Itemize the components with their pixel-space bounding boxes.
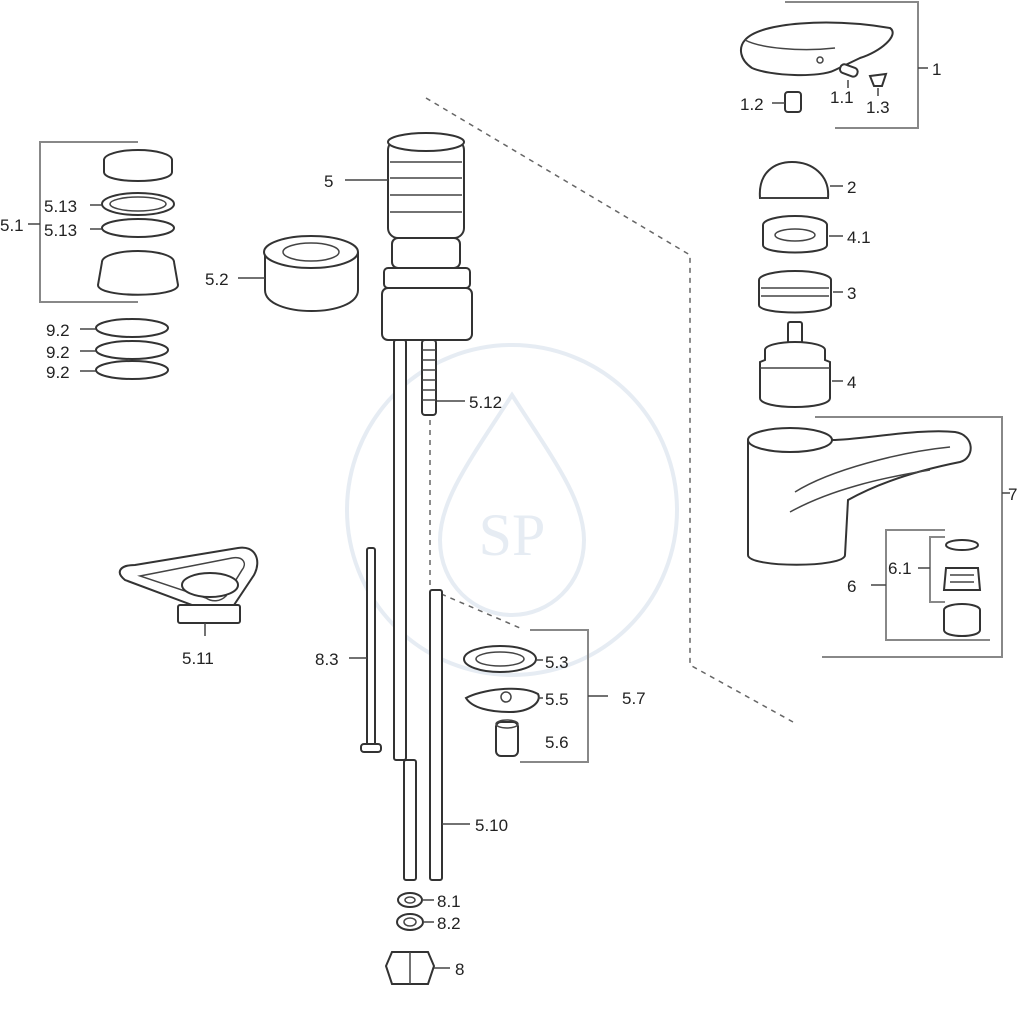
threaded-stud	[421, 339, 437, 416]
assembly-guide-line-lower	[431, 589, 521, 629]
label-5-13-a: 5.13	[44, 197, 77, 216]
label-8-3: 8.3	[315, 650, 339, 669]
label-8: 8	[455, 960, 464, 979]
label-3: 3	[847, 284, 856, 303]
cartridge-ring	[762, 215, 828, 254]
label-1-1: 1.1	[830, 88, 854, 107]
label-6-1: 6.1	[888, 559, 912, 578]
label-5-11: 5.11	[182, 649, 214, 668]
label-5-12: 5.12	[469, 393, 502, 412]
seal-ring-13b	[101, 218, 175, 238]
label-5-3: 5.3	[545, 653, 569, 672]
label-5-5: 5.5	[545, 690, 569, 709]
bracket-1	[785, 1, 919, 129]
faucet-base-body	[381, 132, 473, 341]
mixing-cartridge	[759, 321, 831, 408]
label-4: 4	[847, 373, 856, 392]
label-9-2-b: 9.2	[46, 343, 70, 362]
lever-handle	[739, 21, 894, 113]
aerator-assembly	[942, 539, 982, 637]
label-5: 5	[324, 172, 333, 191]
label-1-3: 1.3	[866, 98, 890, 117]
o-ring-3	[95, 360, 169, 380]
watermark-text: SP	[479, 502, 546, 568]
faucet-body	[747, 427, 972, 566]
label-9-2-c: 9.2	[46, 363, 70, 382]
label-5-1: 5.1	[0, 216, 24, 235]
seal-ring-13a	[101, 192, 175, 216]
bracket-5-1	[39, 141, 138, 303]
label-5-6: 5.6	[545, 733, 569, 752]
base-sleeve	[263, 235, 359, 312]
thrust-ring	[396, 913, 424, 931]
label-5-7: 5.7	[622, 689, 646, 708]
label-5-13-b: 5.13	[44, 221, 77, 240]
label-4-1: 4.1	[847, 228, 871, 247]
base-flange	[96, 250, 180, 296]
label-5-2: 5.2	[205, 270, 229, 289]
label-1: 1	[932, 60, 941, 79]
label-7: 7	[1008, 485, 1017, 504]
bracket-6-1	[929, 536, 945, 603]
supply-hoses	[393, 339, 443, 881]
watermark-drop-logo: SP	[345, 343, 679, 677]
fixing-nut	[384, 951, 436, 985]
bracket-7	[815, 416, 1003, 658]
label-5-10: 5.10	[475, 816, 508, 835]
label-8-2: 8.2	[437, 914, 461, 933]
threaded-bush	[495, 719, 519, 757]
threaded-nut	[758, 270, 832, 314]
o-ring-1	[95, 318, 169, 338]
label-6: 6	[847, 577, 856, 596]
gasket	[463, 645, 537, 673]
washer	[397, 892, 423, 908]
label-2: 2	[847, 178, 856, 197]
fixing-rod	[360, 547, 382, 753]
label-1-2: 1.2	[740, 95, 764, 114]
seal-ring-top	[103, 149, 173, 182]
assembly-guide-line	[425, 97, 794, 723]
o-ring-2	[95, 340, 169, 360]
label-8-1: 8.1	[437, 892, 461, 911]
label-9-2-a: 9.2	[46, 321, 70, 340]
cover-cap	[758, 160, 830, 199]
horseshoe-clip	[464, 687, 540, 714]
triangular-mounting-plate	[118, 546, 259, 636]
